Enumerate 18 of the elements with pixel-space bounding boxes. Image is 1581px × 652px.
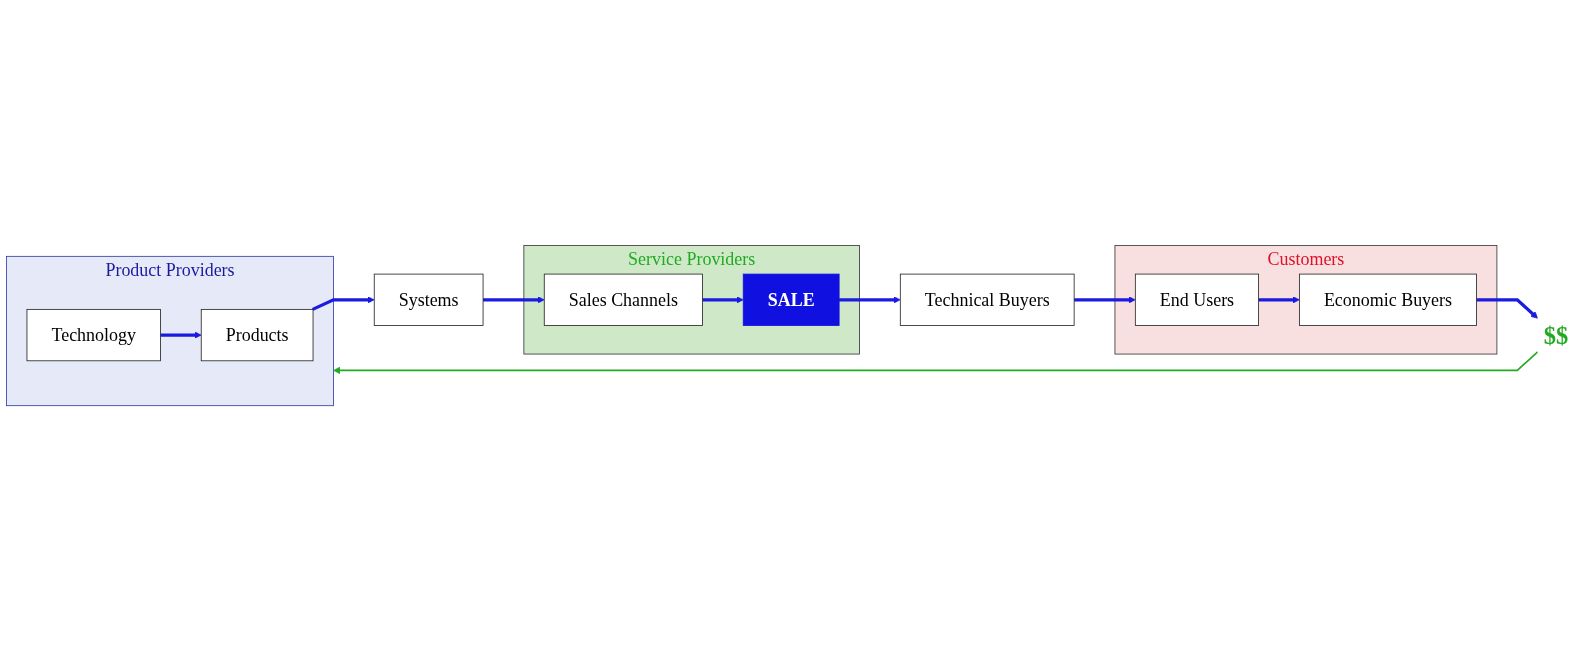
arrow <box>1476 298 1539 320</box>
node-box: Technology <box>26 309 161 362</box>
node-box: Products <box>200 309 314 362</box>
arrow <box>839 296 901 304</box>
node-box: Technical Buyers <box>899 274 1075 327</box>
arrow <box>1074 296 1136 304</box>
arrow <box>1258 296 1300 304</box>
node-box: Economic Buyers <box>1299 274 1477 327</box>
node-box: End Users <box>1134 274 1259 327</box>
arrow <box>312 296 375 312</box>
node-box: Sales Channels <box>543 274 703 327</box>
arrow <box>160 331 202 340</box>
node-box: SALE <box>742 274 840 327</box>
arrow <box>483 296 545 304</box>
arrow <box>702 296 744 304</box>
node-box: Systems <box>373 274 484 327</box>
arrow <box>333 351 1539 375</box>
node-text: $$ <box>1543 322 1569 349</box>
